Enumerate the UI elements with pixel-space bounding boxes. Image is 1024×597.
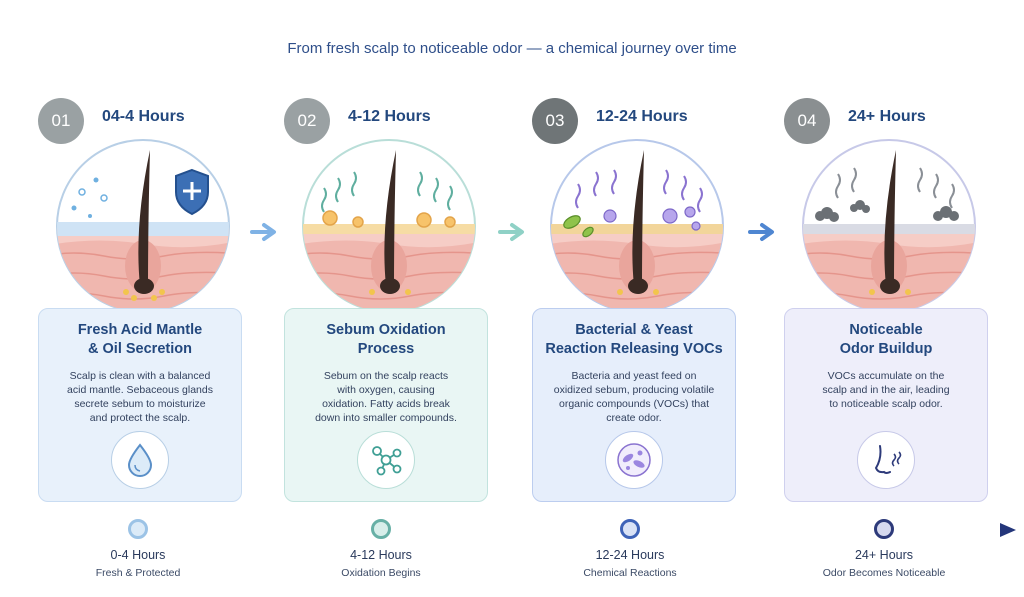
- stage-card: Bacterial & Yeast Reaction Releasing VOC…: [532, 308, 736, 502]
- diagram-subtitle: From fresh scalp to noticeable odor — a …: [287, 40, 737, 57]
- stage-title: Noticeable Odor Buildup: [839, 322, 933, 357]
- stage-card: Sebum Oxidation Process Sebum on the sca…: [284, 308, 488, 502]
- stage-2: 02 4-12 Hours: [284, 92, 494, 504]
- stage-card: Fresh Acid Mantle & Oil Secretion Scalp …: [38, 308, 242, 502]
- scalp-illustration-oxidation: [302, 139, 476, 312]
- timeline-sublabel: Fresh & Protected: [95, 567, 181, 579]
- timeline-sublabel: Oxidation Begins: [341, 567, 421, 579]
- stage-title: Sebum Oxidation Process: [326, 322, 446, 357]
- nose-smell-icon: [857, 431, 915, 489]
- scalp-illustration-fresh: [56, 139, 230, 312]
- timeline-node: [620, 519, 640, 539]
- stage-header: 02 4-12 Hours: [284, 92, 494, 144]
- stage-1: 01 04-4 Hours Fresh Acid Mantle & Oi: [38, 92, 248, 504]
- stage-hours: 4-12 Hours: [348, 108, 431, 125]
- stage-hours: 12-24 Hours: [596, 108, 688, 125]
- timeline-node: [874, 519, 894, 539]
- arrow-right-icon: [250, 223, 276, 241]
- scalp-illustration-odor: [802, 139, 976, 312]
- stage-4: 04 24+ Hours: [784, 92, 994, 504]
- stage-3: 03 12-24 Hours: [532, 92, 742, 504]
- stage-header: 03 12-24 Hours: [532, 92, 742, 144]
- timeline-arrow: [38, 523, 1016, 537]
- stage-number-badge: 04: [784, 98, 830, 144]
- molecule-icon: [357, 431, 415, 489]
- timeline-label: 24+ Hours: [854, 548, 914, 562]
- microbes-icon: [605, 431, 663, 489]
- timeline-label: 4-12 Hours: [350, 548, 412, 562]
- timeline-sublabel: Odor Becomes Noticeable: [822, 567, 946, 579]
- stage-description: Bacteria and yeast feed on oxidized sebu…: [553, 370, 715, 424]
- timeline-node: [371, 519, 391, 539]
- timeline-sublabel: Chemical Reactions: [583, 567, 677, 579]
- scalp-illustration-bacteria: [550, 139, 724, 312]
- stage-description: Scalp is clean with a balanced acid mant…: [67, 370, 213, 424]
- timeline-label: 12-24 Hours: [595, 548, 665, 562]
- stage-title: Fresh Acid Mantle & Oil Secretion: [77, 322, 203, 357]
- stage-header: 04 24+ Hours: [784, 92, 994, 144]
- stage-description: VOCs accumulate on the scalp and in the …: [822, 370, 950, 410]
- stage-header: 01 04-4 Hours: [38, 92, 248, 144]
- stage-number-badge: 03: [532, 98, 578, 144]
- stage-hours: 24+ Hours: [848, 108, 926, 125]
- stage-title: Bacterial & Yeast Reaction Releasing VOC…: [545, 322, 723, 357]
- stage-number-badge: 02: [284, 98, 330, 144]
- arrow-right-icon: [748, 223, 774, 241]
- stage-card: Noticeable Odor Buildup VOCs accumulate …: [784, 308, 988, 502]
- timeline-label: 0-4 Hours: [110, 548, 166, 562]
- stage-number-badge: 01: [38, 98, 84, 144]
- timeline-node: [128, 519, 148, 539]
- water-drop-icon: [111, 431, 169, 489]
- arrow-right-icon: [498, 223, 524, 241]
- stage-hours: 04-4 Hours: [102, 108, 185, 125]
- stage-description: Sebum on the scalp reacts with oxygen, c…: [315, 370, 457, 424]
